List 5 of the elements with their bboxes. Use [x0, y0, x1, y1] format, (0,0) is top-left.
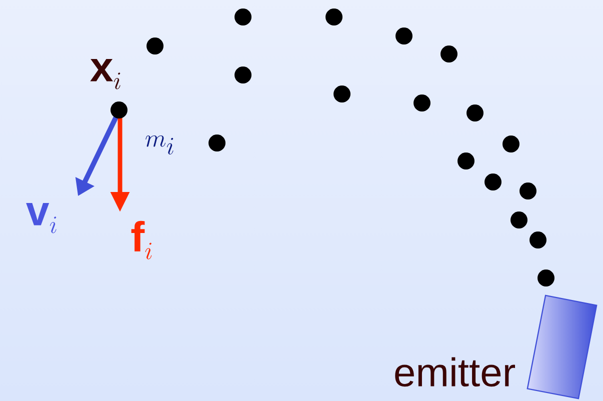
mass-label: $m_i$	[146, 136, 174, 154]
velocity-label: $\mathbf{v}_i$	[26, 203, 56, 234]
emitter-label: emitter	[395, 357, 516, 387]
force-label: $\mathbf{f}_i$	[131, 220, 152, 260]
position-label: $\mathbf{x}_i$	[90, 59, 120, 90]
